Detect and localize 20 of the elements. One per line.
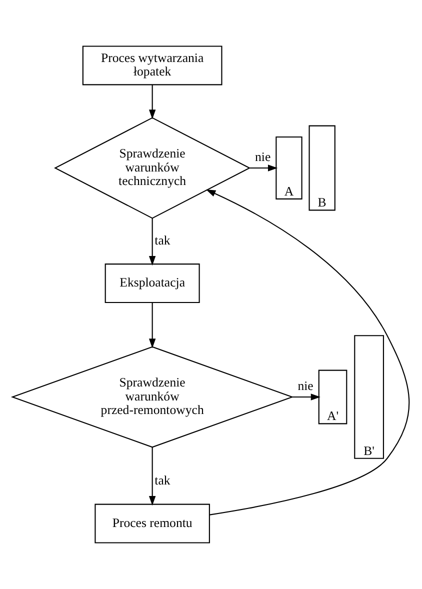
node-box: A' [318,370,348,424]
edge-label: nie [298,379,314,394]
node-box: B [308,125,336,211]
edge-label: nie [255,150,271,164]
edge-label: tak [154,474,170,488]
arrow [250,164,278,172]
node-diamond: Sprawdzenie warunków przed-remontowych [10,346,294,448]
arrow [148,84,156,120]
arrow [148,447,156,506]
node-diamond: Sprawdzenie warunków technicznych [54,117,251,219]
arrow [292,394,320,400]
node-box: Proces remontu [94,504,210,544]
arrow [148,302,156,348]
arrow [206,189,410,516]
arrow [148,218,156,266]
node-box: Eksploatacja [104,264,200,304]
node-box: B' [354,335,384,459]
node-box: Proces wytwarzania łopatek [82,46,222,86]
node-box: A [276,136,302,200]
edge-label: tak [154,233,170,248]
